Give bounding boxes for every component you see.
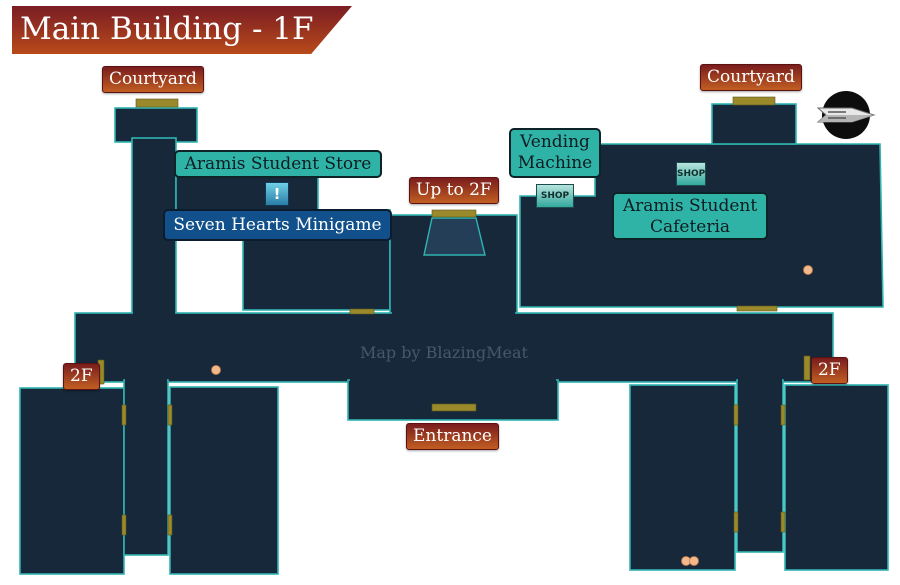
compass-arrow-icon [816,91,876,139]
door-stairs [431,209,477,218]
exclamation-icon[interactable]: ! [265,182,289,206]
shop-icon-vending[interactable]: SHOP [536,184,574,208]
door-minigame [349,308,375,315]
tag-stairs-left[interactable]: 2F [63,363,100,390]
npc-marker[interactable] [803,265,813,275]
label-seven-hearts-minigame[interactable]: Seven Hearts Minigame [163,209,392,241]
tag-courtyard-right[interactable]: Courtyard [700,64,802,91]
cafeteria-line-1: Aramis Student [622,196,758,216]
vending-line-1: Vending [520,132,590,152]
room-main-corridor [74,312,834,383]
vending-line-2: Machine [517,153,593,173]
npc-marker[interactable] [689,556,699,566]
door-courtyard-left [135,98,179,108]
room-courtyard-right-entry [711,103,797,145]
tag-up-to-2f[interactable]: Up to 2F [409,177,499,204]
room-lower-left-a [19,387,125,575]
stairway [423,217,486,256]
map-title: Main Building - 1F [12,6,352,54]
npc-marker[interactable] [211,365,221,375]
tag-stairs-right[interactable]: 2F [811,357,848,384]
room-lower-right-a [629,384,736,571]
room-courtyard-left-entry [114,107,198,143]
door-cafeteria [736,305,778,312]
door-stairs-right [803,355,811,381]
label-student-store[interactable]: Aramis Student Store [174,150,382,178]
room-student-store [175,175,319,213]
door-courtyard-right [732,96,776,106]
map-credit: Map by BlazingMeat [360,343,528,362]
tag-courtyard-left[interactable]: Courtyard [102,66,204,93]
label-vending-machine[interactable]: Vending Machine [509,128,601,178]
door-entrance [431,403,477,412]
cafeteria-line-2: Cafeteria [649,217,731,237]
room-lower-left-corridor [123,379,169,556]
room-lower-left-b [169,386,279,575]
label-cafeteria[interactable]: Aramis Student Cafeteria [612,192,768,240]
room-lower-right-b [784,384,889,571]
tag-entrance[interactable]: Entrance [406,423,499,450]
room-lower-right-corridor [736,379,784,553]
shop-icon[interactable]: SHOP [676,162,706,186]
